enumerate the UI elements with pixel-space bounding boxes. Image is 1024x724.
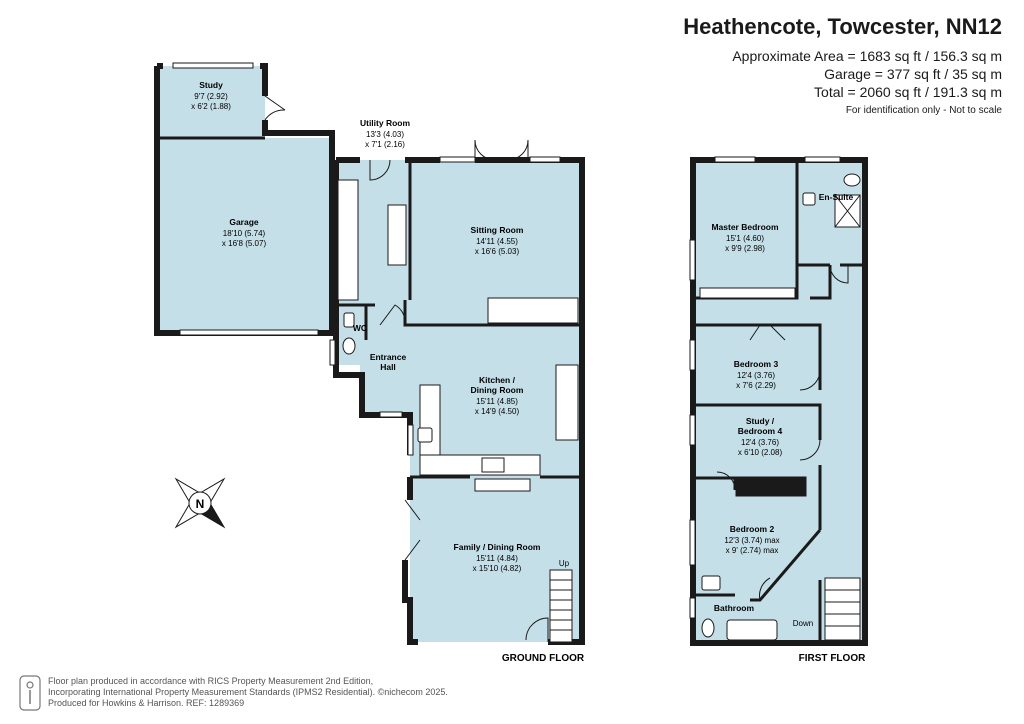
study4-label-1: Study /: [746, 416, 775, 426]
stairs-down-label: Down: [793, 619, 813, 628]
kitchen-dim-1: 15'11 (4.85): [476, 397, 518, 406]
garage-dim-2: x 16'8 (5.07): [222, 239, 267, 248]
master-label: Master Bedroom: [711, 222, 779, 232]
entrance-hall: [360, 325, 412, 415]
entrance-label-2: Hall: [380, 362, 396, 372]
house-walls: [333, 157, 585, 645]
compass-icon: [174, 477, 226, 529]
study4-dim-2: x 6'10 (2.08): [738, 448, 783, 457]
garage-room: [157, 138, 332, 333]
family-dim-2: x 15'10 (4.82): [473, 564, 522, 573]
bed3-label: Bedroom 3: [734, 359, 779, 369]
utility-label: Utility Room: [360, 118, 410, 128]
sitting-dim-1: 14'11 (4.55): [476, 237, 518, 246]
utility-dim-1: 13'3 (4.03): [366, 130, 404, 139]
kitchen-label-1: Kitchen /: [479, 375, 516, 385]
utility-dim-2: x 7'1 (2.16): [365, 140, 405, 149]
garage-label: Garage: [229, 217, 259, 227]
bed2-dim-1: 12'3 (3.74) max: [724, 536, 779, 545]
kitchen-label-2: Dining Room: [471, 385, 524, 395]
ground-floor-label: GROUND FLOOR: [502, 653, 585, 664]
identification-note: For identification only - Not to scale: [845, 105, 1002, 116]
garage-area: Garage = 377 sq ft / 35 sq m: [824, 66, 1002, 82]
approximate-area: Approximate Area = 1683 sq ft / 156.3 sq…: [732, 48, 1002, 64]
sitting-wall: [403, 160, 582, 327]
accessibility-person-icon: [19, 675, 41, 711]
study4-label-2: Bedroom 4: [738, 426, 783, 436]
bed3-dim-1: 12'4 (3.76): [737, 371, 775, 380]
first-floor-fill: [693, 160, 865, 643]
footer-line-3: Produced for Howkins & Harrison. REF: 12…: [48, 698, 245, 708]
study-dim-1: 9'7 (2.92): [194, 92, 228, 101]
garage-dim-1: 18'10 (5.74): [223, 229, 266, 238]
wc-label: WC: [353, 323, 367, 333]
master-dim-2: x 9'9 (2.98): [725, 244, 765, 253]
sitting-dim-2: x 16'6 (5.03): [475, 247, 520, 256]
garage-walls: [154, 63, 335, 336]
entrance-label-1: Entrance: [370, 352, 407, 362]
bed2-label: Bedroom 2: [730, 524, 775, 534]
ground-floor: Study 9'7 (2.92) x 6'2 (1.88) Utility Ro…: [154, 62, 585, 664]
family-dim-1: 15'11 (4.84): [476, 554, 518, 563]
stairs-up-label: Up: [559, 559, 570, 568]
compass-letter: N: [196, 497, 205, 511]
total-area: Total = 2060 sq ft / 191.3 sq m: [814, 84, 1002, 100]
bathroom-label: Bathroom: [714, 603, 755, 613]
wc-wall: [336, 303, 375, 340]
bed3-dim-2: x 7'6 (2.29): [736, 381, 776, 390]
footer-line-2: Incorporating International Property Mea…: [48, 687, 448, 697]
study-dim-2: x 6'2 (1.88): [191, 102, 231, 111]
study-room: [157, 66, 265, 138]
bed2-dim-2: x 9' (2.74) max: [726, 546, 779, 555]
study4-dim-1: 12'4 (3.76): [741, 438, 779, 447]
footer-line-1: Floor plan produced in accordance with R…: [48, 676, 374, 686]
study-label: Study: [199, 80, 223, 90]
master-dim-1: 15'1 (4.60): [726, 234, 764, 243]
kitchen-dim-2: x 14'9 (4.50): [475, 407, 520, 416]
first-floor-label: FIRST FLOOR: [799, 653, 866, 664]
sitting-label: Sitting Room: [471, 225, 524, 235]
ensuite-label: En-Suite: [819, 192, 854, 202]
page-title: Heathencote, Towcester, NN12: [683, 14, 1002, 39]
first-floor: Master Bedroom 15'1 (4.60) x 9'9 (2.98) …: [689, 156, 868, 664]
family-label: Family / Dining Room: [454, 542, 541, 552]
